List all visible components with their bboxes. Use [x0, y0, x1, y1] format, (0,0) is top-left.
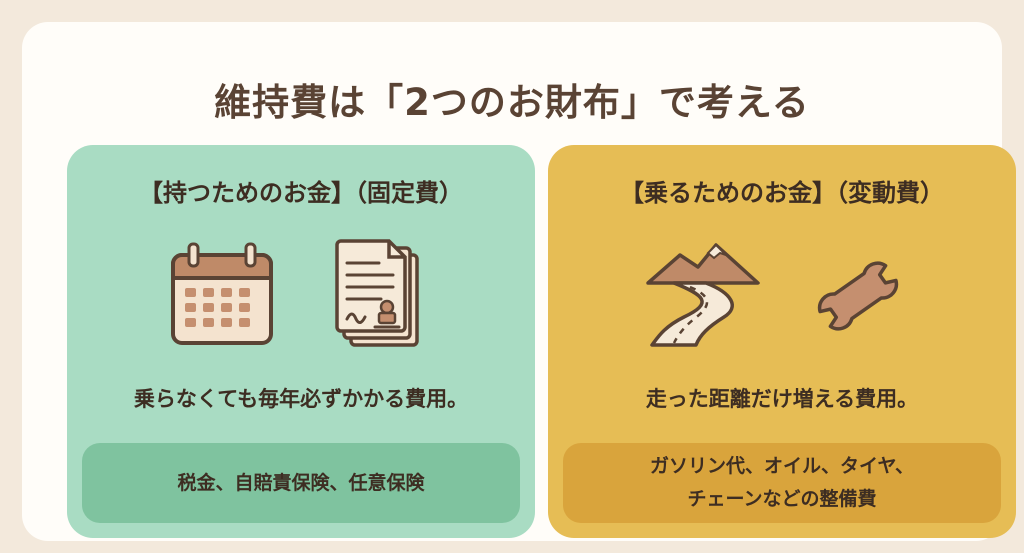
- variable-cost-example-line-2: チェーンなどの整備費: [687, 488, 877, 510]
- variable-cost-example-line-1: ガソリン代、オイル、タイヤ、: [650, 455, 914, 477]
- fixed-cost-panel: 【持つためのお金】（固定費）: [67, 145, 535, 538]
- fixed-cost-example-line: 税金、自賠責保険、任意保険: [177, 471, 425, 494]
- main-card: 維持費は「2つのお財布」で考える 【持つためのお金】（固定費）: [22, 22, 1016, 541]
- fixed-cost-heading: 【持つためのお金】（固定費）: [139, 179, 463, 207]
- variable-cost-panel: 【乗るためのお金】（変動費） 走った距離だけ増える費用。 ガソリン代、オイル、タ…: [548, 145, 1016, 538]
- variable-cost-heading: 【乗るためのお金】（変動費）: [620, 179, 944, 207]
- variable-cost-description: 走った距離だけ増える費用。: [645, 387, 919, 411]
- calendar-icon: [171, 242, 273, 345]
- mountain-road-icon: [646, 243, 760, 347]
- page-title: 維持費は「2つのお財布」で考える: [214, 81, 810, 124]
- documents-icon: [335, 239, 419, 347]
- fixed-cost-examples: 税金、自賠責保険、任意保険: [82, 443, 520, 523]
- variable-cost-examples: ガソリン代、オイル、タイヤ、 チェーンなどの整備費: [563, 443, 1001, 523]
- fixed-cost-description: 乗らなくても毎年必ずかかる費用。: [133, 387, 469, 411]
- wrench-icon: [817, 261, 899, 331]
